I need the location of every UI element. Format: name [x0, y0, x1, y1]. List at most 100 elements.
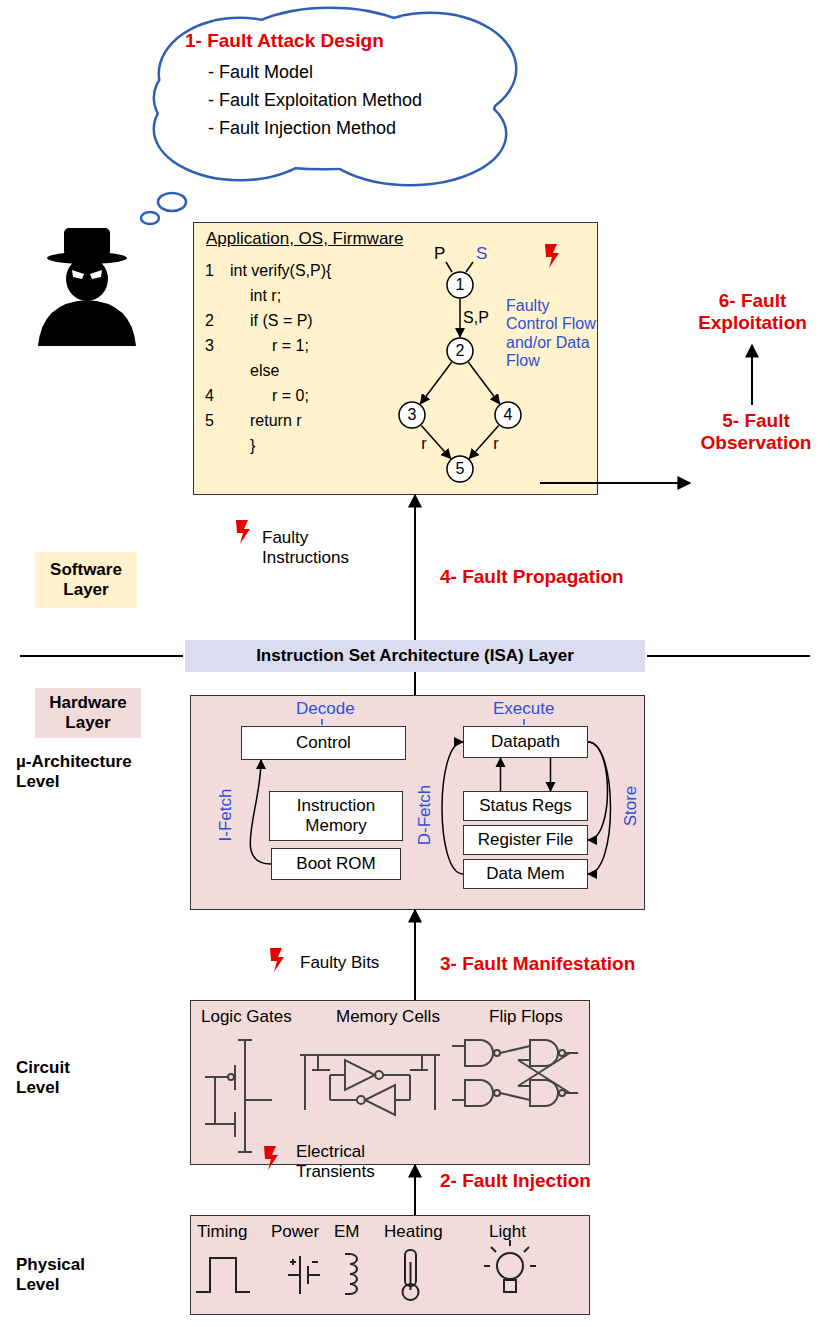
lightning-bolts-part	[236, 520, 250, 544]
sram-cell-symbol-part	[329, 1075, 331, 1100]
nand-latch-symbol-part	[518, 1053, 570, 1086]
layer-tag: Software Layer	[35, 552, 137, 608]
lightning-bolts-part	[545, 244, 559, 268]
code-line: r = 0;	[272, 387, 309, 405]
physical-icons-part	[509, 1240, 511, 1246]
hacker-silhouette-part	[38, 300, 136, 346]
input-lines-part	[446, 262, 452, 272]
node-text: Application, OS, Firmware	[206, 229, 403, 249]
step-label: 2- Fault Injection	[440, 1170, 591, 1192]
sram-cell-symbol-part	[357, 1096, 365, 1104]
physical-icons-part	[504, 1280, 516, 1292]
code-line: return r	[250, 412, 302, 430]
lightning-bolts-part	[270, 948, 284, 972]
node-text: Instruction Memory	[274, 796, 398, 835]
physical-icons-part	[484, 1265, 490, 1267]
node-text: Faulty Control Flow and/or Data Flow	[506, 297, 598, 371]
sram-cell-symbol	[300, 1055, 440, 1115]
layer-tag: Hardware Layer	[35, 688, 141, 738]
sram-cell-symbol-part	[330, 1074, 345, 1076]
line-number: 1	[205, 262, 214, 280]
code-line: if (S = P)	[250, 312, 313, 330]
step-label: 3- Fault Manifestation	[440, 953, 635, 975]
edge-label: r	[421, 435, 426, 453]
node-text: Memory Cells	[336, 1007, 440, 1027]
connector	[469, 425, 498, 458]
node-text: Light	[489, 1222, 526, 1242]
node-text: EM	[334, 1222, 360, 1242]
edge-label: r	[493, 435, 498, 453]
node-text: Instruction Set Architecture (ISA) Layer	[256, 646, 574, 666]
node-text: Register File	[478, 830, 573, 850]
stage-ticks-part	[321, 719, 323, 725]
connector	[442, 742, 463, 874]
connector	[414, 910, 416, 1000]
line-number: 5	[205, 412, 214, 430]
sram-cell-symbol-part	[421, 1055, 423, 1070]
connector	[588, 742, 608, 840]
isa-divider-line-part	[647, 655, 810, 657]
unit-box: Data Mem	[463, 859, 588, 889]
stage-label: Decode	[296, 699, 355, 719]
sram-cell-symbol-part	[304, 1055, 306, 1110]
cmos-inverter-symbol	[205, 1040, 272, 1152]
stage-label: Execute	[493, 699, 554, 719]
code-line: int r;	[250, 287, 281, 305]
sram-cell-symbol-part	[375, 1071, 383, 1079]
level-label: Circuit Level	[16, 1058, 116, 1097]
thought-cloud: 1- Fault Attack Design- Fault Model- Fau…	[130, 4, 520, 192]
connector	[459, 299, 461, 337]
observation-arrows-part	[751, 345, 753, 405]
hacker-silhouette-part	[64, 228, 110, 256]
node-text: 1	[456, 276, 465, 294]
physical-icons	[196, 1240, 536, 1300]
physical-icons-part	[345, 1254, 357, 1294]
code-line: }	[250, 437, 255, 455]
nand-latch-symbol-part	[452, 1099, 465, 1101]
line-number: 2	[205, 312, 214, 330]
unit-box: Instruction Memory	[269, 791, 403, 841]
unit-box: Control	[241, 726, 406, 760]
nand-latch-symbol-part	[565, 1052, 578, 1054]
node-text: Control	[296, 733, 351, 753]
node-text: - Fault Model	[208, 62, 313, 83]
hacker-silhouette-part	[66, 257, 108, 301]
sram-cell-symbol-part	[317, 1055, 319, 1070]
unit-box: Register File	[463, 825, 588, 855]
sram-cell-symbol-part	[434, 1055, 436, 1110]
physical-icons-part	[308, 1274, 320, 1276]
physical-icons-part	[299, 1256, 301, 1294]
code-line: else	[250, 362, 279, 380]
cfg-node: 1	[446, 271, 474, 299]
connector	[250, 760, 271, 864]
node-text: Logic Gates	[201, 1007, 292, 1027]
connector	[468, 362, 499, 404]
thought-bubbles	[141, 193, 186, 224]
sram-cell-symbol-part	[312, 1069, 330, 1071]
connector	[414, 495, 416, 640]
sram-cell-symbol-part	[300, 1054, 440, 1056]
line-number: 4	[205, 387, 214, 405]
thought-bubbles-part	[141, 212, 159, 224]
isa-divider-line-part	[20, 655, 183, 657]
stage-ticks	[322, 719, 524, 725]
node-text: 5	[456, 460, 465, 478]
cmos-inverter-symbol-part	[244, 1077, 246, 1112]
nand-latch-symbol-part	[565, 1092, 578, 1094]
physical-icons-part	[491, 1247, 496, 1252]
level-label: µ-Architecture Level	[16, 752, 176, 791]
cmos-inverter-symbol-part	[205, 1076, 228, 1078]
hacker-silhouette-part	[72, 270, 84, 279]
node-text: Datapath	[491, 732, 560, 752]
observation-arrows	[540, 345, 752, 483]
edge-label: S,P	[463, 309, 489, 327]
physical-icons-part	[497, 1253, 523, 1279]
cfg-node: 2	[446, 337, 474, 365]
connector	[500, 758, 502, 791]
cmos-inverter-symbol-part	[244, 1137, 246, 1152]
nand-latch-symbol-part	[518, 1060, 570, 1093]
sram-cell-symbol-part	[345, 1060, 375, 1090]
